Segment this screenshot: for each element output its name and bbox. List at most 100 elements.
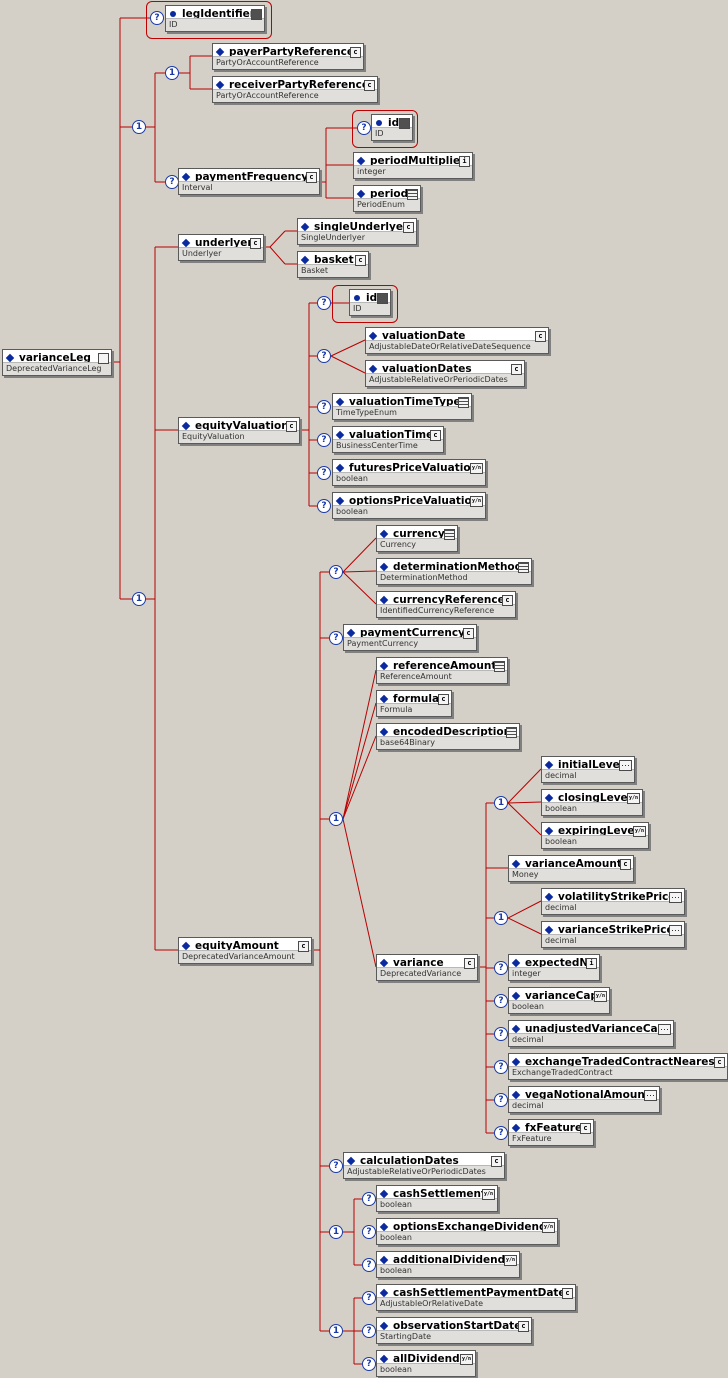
type-badge-icon[interactable]: c: [355, 255, 366, 266]
type-badge-icon[interactable]: c: [491, 1156, 502, 1167]
optional-compositor-c-paycur[interactable]: ?: [329, 631, 343, 645]
type-badge-icon[interactable]: c: [580, 1123, 591, 1134]
optional-compositor-c-vega[interactable]: ?: [494, 1093, 508, 1107]
optional-compositor-c-ad2[interactable]: ?: [362, 1357, 376, 1371]
type-badge-icon[interactable]: ...: [669, 925, 682, 936]
optional-compositor-c-ev-choice[interactable]: ?: [317, 349, 331, 363]
optional-compositor-c-pf-id[interactable]: ?: [357, 121, 371, 135]
sequence-compositor-c-level-choice[interactable]: 1: [494, 796, 508, 810]
sequence-compositor-c-choice-party[interactable]: 1: [165, 66, 179, 80]
type-badge-icon[interactable]: y/n: [627, 793, 640, 804]
type-badge-icon[interactable]: [444, 529, 455, 540]
type-badge-icon[interactable]: c: [286, 421, 297, 432]
optional-compositor-c-calc[interactable]: ?: [329, 1159, 343, 1173]
optional-compositor-c-vtt[interactable]: ?: [317, 400, 331, 414]
type-badge-icon[interactable]: ...: [644, 1090, 657, 1101]
type-badge-icon[interactable]: y/n: [482, 1189, 495, 1200]
type-badge-icon[interactable]: c: [350, 47, 361, 58]
type-badge-icon[interactable]: c: [464, 958, 475, 969]
sequence-compositor-c-strike-choice[interactable]: 1: [494, 911, 508, 925]
optional-compositor-c-oed[interactable]: ?: [362, 1225, 376, 1239]
type-badge-icon[interactable]: y/n: [470, 463, 483, 474]
type-badge-icon[interactable]: ...: [619, 760, 632, 771]
optional-compositor-c-cur-choice[interactable]: ?: [329, 565, 343, 579]
optional-compositor-c-ev-id[interactable]: ?: [317, 296, 331, 310]
optional-compositor-c-cspd[interactable]: ?: [362, 1291, 376, 1305]
type-badge-icon[interactable]: c: [463, 628, 474, 639]
type-badge-icon[interactable]: [98, 353, 109, 364]
sequence-compositor-c-end-seq[interactable]: 1: [329, 1324, 343, 1338]
type-badge-icon[interactable]: c: [562, 1288, 573, 1299]
type-badge-icon[interactable]: y/n: [542, 1222, 555, 1233]
type-badge-icon[interactable]: c: [403, 222, 414, 233]
type-badge-icon[interactable]: y/n: [504, 1255, 517, 1266]
optional-compositor-c-opv[interactable]: ?: [317, 499, 331, 513]
sequence-compositor-c-seq-main[interactable]: 1: [132, 592, 146, 606]
type-badge-icon[interactable]: y/n: [594, 991, 607, 1002]
optional-compositor-c-etc[interactable]: ?: [494, 1060, 508, 1074]
type-badge-icon[interactable]: [251, 9, 262, 20]
type-badge-icon[interactable]: c: [511, 364, 522, 375]
sequence-compositor-c-amt-choice[interactable]: 1: [329, 812, 343, 826]
type-badge-icon[interactable]: i: [586, 958, 597, 969]
type-badge-icon[interactable]: [518, 562, 529, 573]
optional-compositor-c-vcap[interactable]: ?: [494, 994, 508, 1008]
type-badge-icon[interactable]: [407, 189, 418, 200]
type-badge-icon[interactable]: y/n: [470, 496, 483, 507]
type-badge-icon[interactable]: c: [306, 172, 317, 183]
optional-compositor-c-expN[interactable]: ?: [494, 961, 508, 975]
optional-compositor-c-fpv[interactable]: ?: [317, 466, 331, 480]
sequence-compositor-c-seq-payment[interactable]: 1: [132, 120, 146, 134]
optional-compositor-c-uvcap[interactable]: ?: [494, 1027, 508, 1041]
optional-compositor-c-osd[interactable]: ?: [362, 1324, 376, 1338]
type-badge-icon[interactable]: c: [502, 595, 513, 606]
type-badge-icon[interactable]: c: [364, 80, 375, 91]
type-badge-icon[interactable]: [377, 293, 388, 304]
type-badge-icon[interactable]: [506, 727, 517, 738]
type-badge-icon[interactable]: c: [438, 694, 449, 705]
type-badge-icon[interactable]: c: [298, 941, 309, 952]
type-badge-icon[interactable]: [399, 118, 410, 129]
